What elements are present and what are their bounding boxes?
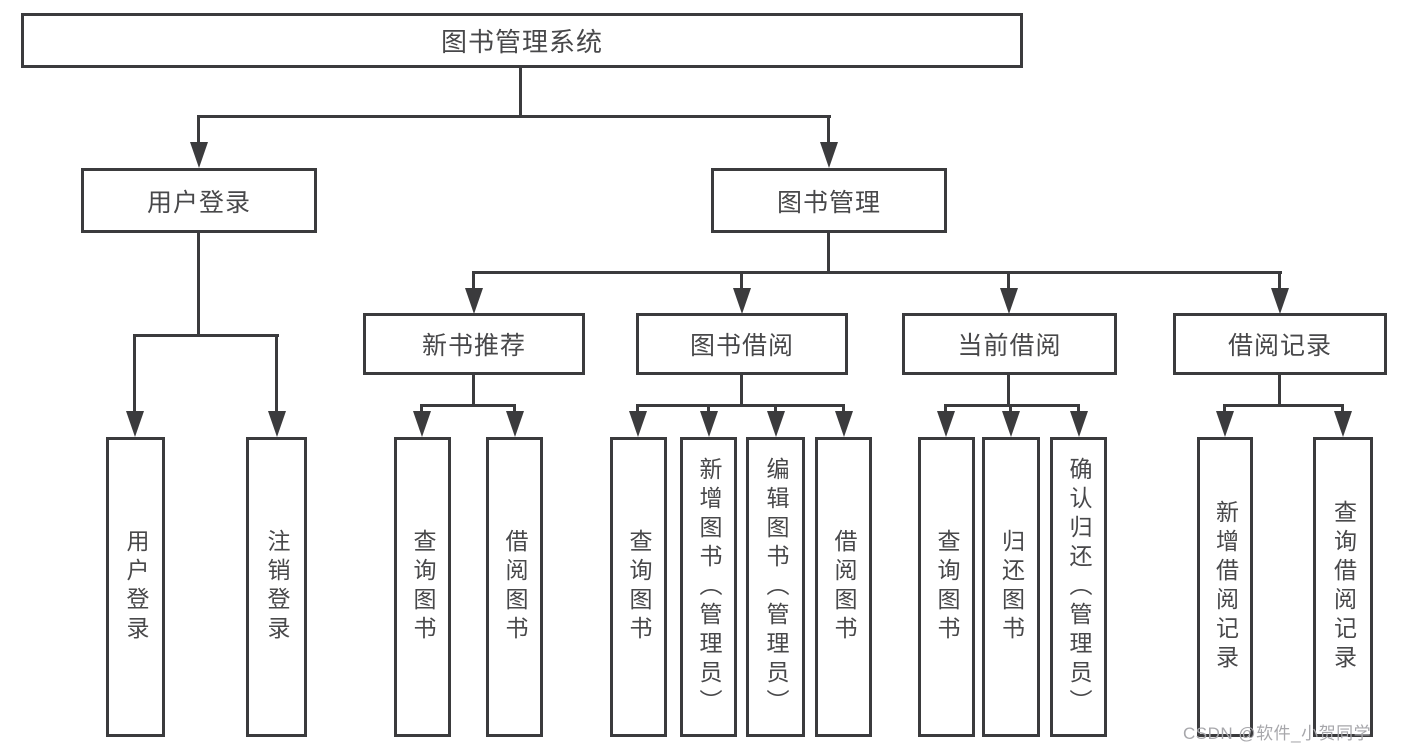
leaf-add-borrow-record: 新增借阅记录 — [1197, 437, 1253, 737]
node-book-borrowing: 图书借阅 — [636, 313, 848, 375]
leaf-user-login: 用户登录 — [106, 437, 165, 737]
connector-user-login-stub — [197, 233, 200, 337]
connector-drop-leaf — [1223, 404, 1226, 414]
connector-borrowing-bar — [636, 404, 845, 407]
arrow-down-icon — [465, 288, 483, 314]
leaf-logout-label: 注销登录 — [264, 529, 290, 645]
arrow-down-icon — [1334, 411, 1352, 437]
connector-records-bar — [1223, 404, 1344, 407]
connector-drop-level3 — [472, 271, 475, 291]
connector-drop-leaf — [707, 404, 710, 414]
connector-drop-leaf — [774, 404, 777, 414]
connector-recommend-bar — [420, 404, 516, 407]
leaf-user-login-label: 用户登录 — [123, 529, 149, 645]
connector-records-stub — [1278, 375, 1281, 407]
connector-drop-level3 — [740, 271, 743, 291]
connector-drop-leaf — [842, 404, 845, 414]
connector-recommend-stub — [472, 375, 475, 407]
connector-root-bar — [197, 115, 831, 118]
arrow-down-icon — [268, 411, 286, 437]
leaf-query-borrow-record-label: 查询借阅记录 — [1330, 500, 1357, 674]
arrow-down-icon — [1070, 411, 1088, 437]
arrow-down-icon — [700, 411, 718, 437]
leaf-borrow-books: 借阅图书 — [815, 437, 872, 737]
arrow-down-icon — [1002, 411, 1020, 437]
connector-drop-leaf — [1077, 404, 1080, 414]
connector-root-stub — [519, 68, 522, 118]
arrow-down-icon — [506, 411, 524, 437]
leaf-query-books-recommend: 查询图书 — [394, 437, 451, 737]
leaf-return-books-label: 归还图书 — [998, 529, 1025, 645]
leaf-confirm-return-admin-label: 确认归还（管理员） — [1066, 456, 1092, 718]
connector-user-login-bar — [133, 334, 279, 337]
arrow-down-icon — [820, 142, 838, 168]
connector-book-management-bar — [472, 271, 1282, 274]
node-user-login: 用户登录 — [81, 168, 317, 233]
leaf-query-books-borrow: 查询图书 — [610, 437, 667, 737]
leaf-query-books-current: 查询图书 — [918, 437, 975, 737]
arrow-down-icon — [767, 411, 785, 437]
connector-drop-leaf — [636, 404, 639, 414]
leaf-borrow-books-label: 借阅图书 — [831, 529, 857, 645]
arrow-down-icon — [126, 411, 144, 437]
leaf-query-borrow-record: 查询借阅记录 — [1313, 437, 1373, 737]
arrow-down-icon — [413, 411, 431, 437]
arrow-down-icon — [1216, 411, 1234, 437]
node-borrowing-records: 借阅记录 — [1173, 313, 1387, 375]
connector-drop-leaf — [1341, 404, 1344, 414]
leaf-add-books-admin: 新增图书（管理员） — [680, 437, 737, 737]
leaf-edit-books-admin-label: 编辑图书（管理员） — [763, 456, 789, 718]
leaf-confirm-return-admin: 确认归还（管理员） — [1050, 437, 1107, 737]
leaf-borrow-books-recommend-label: 借阅图书 — [502, 529, 528, 645]
arrow-down-icon — [835, 411, 853, 437]
connector-drop-leaf — [944, 404, 947, 414]
connector-drop-level3 — [1278, 271, 1281, 291]
leaf-logout: 注销登录 — [246, 437, 307, 737]
leaf-query-books-current-label: 查询图书 — [934, 529, 960, 645]
node-book-management: 图书管理 — [711, 168, 947, 233]
leaf-query-books-borrow-label: 查询图书 — [626, 529, 652, 645]
leaf-edit-books-admin: 编辑图书（管理员） — [746, 437, 805, 737]
connector-borrowing-stub — [740, 375, 743, 407]
connector-drop-book-management — [827, 115, 830, 146]
arrow-down-icon — [733, 288, 751, 314]
connector-drop-leaf — [513, 404, 516, 414]
leaf-add-books-admin-label: 新增图书（管理员） — [696, 456, 722, 718]
node-new-book-recommendation: 新书推荐 — [363, 313, 585, 375]
arrow-down-icon — [1000, 288, 1018, 314]
connector-current-bar — [944, 404, 1080, 407]
leaf-return-books: 归还图书 — [982, 437, 1040, 737]
node-library-management-system: 图书管理系统 — [21, 13, 1023, 68]
leaf-borrow-books-recommend: 借阅图书 — [486, 437, 543, 737]
csdn-watermark: CSDN @软件_小贺同学 — [1183, 724, 1372, 743]
arrow-down-icon — [1271, 288, 1289, 314]
connector-current-stub — [1007, 375, 1010, 407]
node-current-borrowing: 当前借阅 — [902, 313, 1117, 375]
connector-drop-user-login — [197, 115, 200, 146]
arrow-down-icon — [190, 142, 208, 168]
arrow-down-icon — [629, 411, 647, 437]
connector-drop-leaf — [1009, 404, 1012, 414]
leaf-query-books-recommend-label: 查询图书 — [410, 529, 436, 645]
connector-drop-leaf — [133, 334, 136, 414]
leaf-add-borrow-record-label: 新增借阅记录 — [1212, 500, 1239, 674]
connector-drop-level3 — [1007, 271, 1010, 291]
connector-book-management-stub — [827, 233, 830, 274]
connector-drop-leaf — [275, 334, 278, 414]
connector-drop-leaf — [420, 404, 423, 414]
arrow-down-icon — [937, 411, 955, 437]
